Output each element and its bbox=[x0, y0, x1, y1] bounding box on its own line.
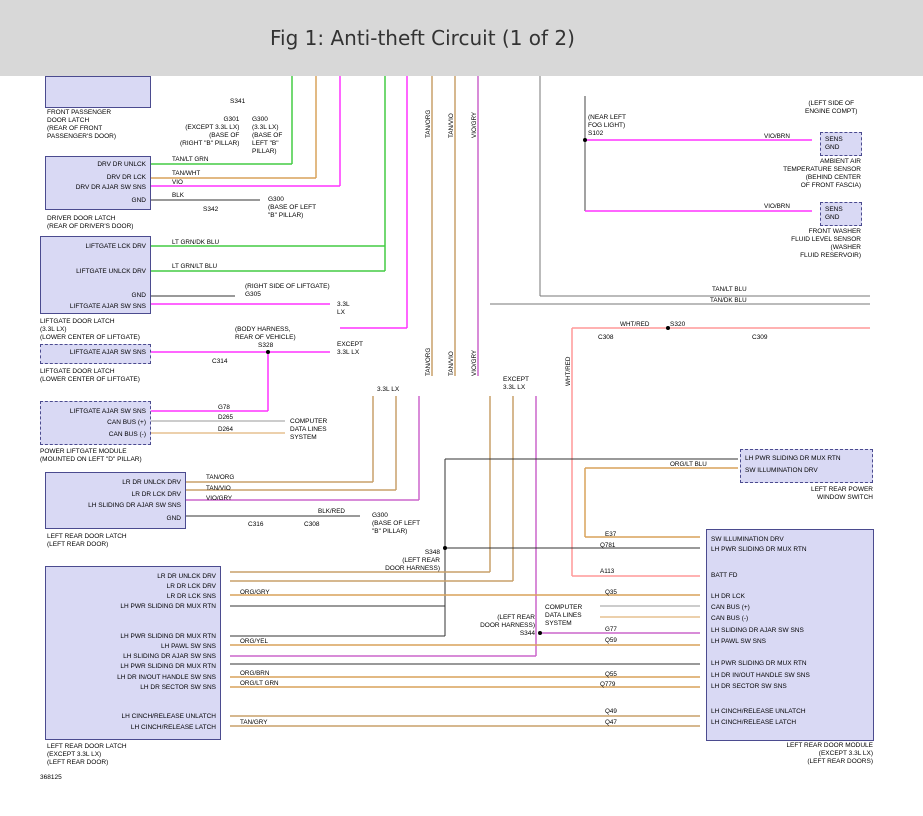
liftgate-door-latch-2-caption: LIFTGATE DOOR LATCH(LOWER CENTER OF LIFT… bbox=[40, 368, 140, 383]
power-liftgate-caption: POWER LIFTGATE MODULE(MOUNTED ON LEFT "D… bbox=[40, 448, 142, 463]
ground-g300c: G300(BASE OF LEFT"B" PILLAR) bbox=[372, 512, 421, 535]
wire-d265: D265 bbox=[218, 414, 234, 421]
circuit-a113: A113 bbox=[600, 568, 615, 575]
connector-c308a: C308 bbox=[598, 334, 614, 341]
front-passenger-latch bbox=[45, 76, 151, 108]
circuit-q47: Q47 bbox=[605, 719, 617, 726]
wire-vio: VIO bbox=[172, 179, 183, 186]
vwire-tan-vio: TAN/VIO bbox=[448, 113, 455, 138]
left-rear-door-latch-caption: LEFT REAR DOOR LATCH(LEFT REAR DOOR) bbox=[47, 533, 127, 548]
vwire-tan-vio-2: TAN/VIO bbox=[448, 351, 455, 376]
connector-c308: C308 bbox=[304, 521, 320, 528]
wire-d264: D264 bbox=[218, 426, 234, 433]
wire-tan-dk-blu: TAN/DK BLU bbox=[710, 297, 747, 304]
liftgate-door-latch-2: LIFTGATE AJAR SW SNS bbox=[40, 344, 151, 364]
wire-vio-brn-2: VIO/BRN bbox=[764, 203, 790, 210]
vwire-tan-org: TAN/ORG bbox=[425, 109, 432, 138]
circuit-e37: E37 bbox=[605, 531, 617, 538]
wire-tan-gry: TAN/GRY bbox=[240, 719, 268, 726]
figure-number: 368125 bbox=[40, 774, 62, 781]
connector-c314: C314 bbox=[212, 358, 228, 365]
driver-door-latch-caption: DRIVER DOOR LATCH(REAR OF DRIVER'S DOOR) bbox=[47, 215, 134, 230]
wire-org-lt-blu: ORG/LT BLU bbox=[670, 461, 707, 468]
left-rear-door-module-caption: LEFT REAR DOOR MODULE(EXCEPT 3.3L LX)(LE… bbox=[786, 742, 873, 765]
vwire-tan-org-2: TAN/ORG bbox=[425, 347, 432, 376]
left-rear-door-latch: LR DR UNLCK DRV LR DR LCK DRV LH SLIDING… bbox=[45, 472, 186, 529]
wire-blk-red: BLK/RED bbox=[318, 508, 345, 515]
wire-wht-red: WHT/RED bbox=[620, 321, 650, 328]
splice-s328: S328 bbox=[258, 342, 274, 349]
circuit-q781: Q781 bbox=[600, 542, 616, 549]
header-bar: Fig 1: Anti-theft Circuit (1 of 2) bbox=[0, 0, 923, 76]
left-rear-door-latch-except: LR DR UNLCK DRV LR DR LCK DRV LR DR LCK … bbox=[45, 566, 221, 740]
left-rear-door-module: SW ILLUMINATION DRV LH PWR SLIDING DR MU… bbox=[706, 529, 874, 741]
wire-g78: G78 bbox=[218, 404, 230, 411]
connector-c309: C309 bbox=[752, 334, 768, 341]
wire-tan-vio: TAN/VIO bbox=[206, 485, 231, 492]
wire-lt-grn-dk-blu: LT GRN/DK BLU bbox=[172, 239, 220, 246]
washer-fluid-sensor: SENS GND bbox=[820, 202, 862, 226]
wire-tan-wht: TAN/WHT bbox=[172, 170, 201, 177]
wire-lt-grn-lt-blu: LT GRN/LT BLU bbox=[172, 263, 218, 270]
connector-c316: C316 bbox=[248, 521, 264, 528]
wire-org-lt-grn: ORG/LT GRN bbox=[240, 680, 279, 687]
vwire-wht-red: WHT/RED bbox=[565, 356, 572, 386]
splice-s342: S342 bbox=[203, 206, 219, 213]
circuit-g77: G77 bbox=[605, 626, 617, 633]
wire-org-yel: ORG/YEL bbox=[240, 638, 268, 645]
wire-vio-brn: VIO/BRN bbox=[764, 133, 790, 140]
splice-s320: S320 bbox=[670, 321, 686, 328]
circuit-q779: Q779 bbox=[600, 681, 616, 688]
page-title: Fig 1: Anti-theft Circuit (1 of 2) bbox=[270, 26, 575, 50]
liftgate-door-latch: LIFTGATE LCK DRV LIFTGATE UNLCK DRV GND … bbox=[40, 236, 151, 314]
wire-org-brn: ORG/BRN bbox=[240, 670, 270, 677]
circuit-q59: Q59 bbox=[605, 637, 617, 644]
liftgate-door-latch-caption: LIFTGATE DOOR LATCH(3.3L LX)(LOWER CENTE… bbox=[40, 318, 140, 341]
left-rear-door-latch-except-caption: LEFT REAR DOOR LATCH(EXCEPT 3.3L LX)(LEF… bbox=[47, 743, 127, 766]
wire-blk: BLK bbox=[172, 192, 184, 199]
circuit-q49: Q49 bbox=[605, 708, 617, 715]
splice-s341: S341 bbox=[230, 98, 246, 105]
left-rear-window-switch: LH PWR SLIDING DR MUX RTN SW ILLUMINATIO… bbox=[740, 449, 873, 483]
wire-vio-gry: VIO/GRY bbox=[206, 495, 233, 502]
ground-g301: G301(EXCEPT 3.3L LX)(BASE OF(RIGHT "B" P… bbox=[180, 116, 240, 147]
wire-layer bbox=[150, 76, 870, 727]
vwire-vio-gry-2: VIO/GRY bbox=[471, 349, 478, 376]
power-liftgate-module: LIFTGATE AJAR SW SNS CAN BUS (+) CAN BUS… bbox=[40, 401, 151, 445]
g305-location: (RIGHT SIDE OF LIFTGATE) bbox=[245, 283, 330, 290]
wire-tan-org: TAN/ORG bbox=[206, 474, 235, 481]
ambient-air-temp-sensor: SENS GND bbox=[820, 132, 862, 156]
driver-door-latch: DRV DR UNLCK DRV DR LCK DRV DR AJAR SW S… bbox=[45, 156, 151, 210]
wire-org-gry: ORG/GRY bbox=[240, 589, 270, 596]
body-harness-label: (BODY HARNESS,REAR OF VEHICLE) bbox=[235, 326, 296, 341]
ground-g300b: G300(BASE OF LEFT"B" PILLAR) bbox=[268, 196, 317, 219]
circuit-q55: Q55 bbox=[605, 671, 617, 678]
circuit-q35: Q35 bbox=[605, 589, 617, 596]
wire-tan-lt-grn: TAN/LT GRN bbox=[172, 156, 209, 163]
wire-tan-lt-blu: TAN/LT BLU bbox=[712, 286, 747, 293]
ground-g305: G305 bbox=[245, 291, 261, 298]
vwire-vio-gry: VIO/GRY bbox=[471, 111, 478, 138]
lx-top-label: 3.3L LX bbox=[377, 386, 400, 393]
